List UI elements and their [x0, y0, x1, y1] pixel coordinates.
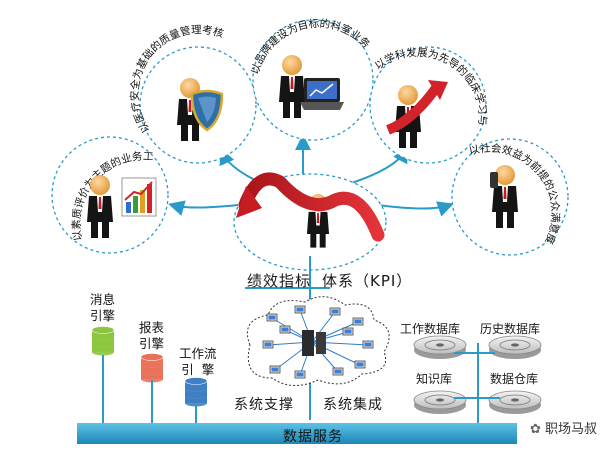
engine-label-2: 工作流 引 擎: [179, 346, 217, 377]
system-integration-label: 系统集成: [323, 397, 383, 413]
computer-node-1: [294, 305, 306, 314]
db-label-0: 工作数据库: [400, 322, 461, 336]
database-disk-2: [413, 390, 467, 414]
engine-cylinder-0: [91, 326, 115, 356]
data-service-label: 数据服务: [283, 429, 343, 445]
computer-node-3: [352, 317, 364, 326]
engine-label-0: 消息 引擎: [90, 292, 116, 323]
laptop-icon: [300, 78, 344, 110]
kpi-red-arrow: [236, 172, 385, 242]
growth-chart-icon: [121, 177, 157, 217]
server-rack: [302, 330, 326, 356]
computer-node-6: [269, 365, 281, 374]
computer-node-8: [332, 367, 344, 376]
computer-node-2: [329, 307, 341, 316]
rising-arrow-icon: [385, 80, 448, 135]
kpi-title: 绩效指标: [247, 272, 312, 290]
database-lines: [454, 343, 500, 423]
computer-node-11: [342, 327, 354, 336]
computer-node-5: [362, 340, 374, 349]
db-label-1: 历史数据库: [480, 322, 541, 336]
engine-label-1: 报表 引擎: [139, 320, 165, 351]
computer-node-0: [266, 313, 278, 322]
businessman-figure-2: [279, 55, 305, 118]
database-disk-0: [413, 335, 467, 359]
computer-node-10: [279, 325, 291, 334]
kpi-title-2: 体系（KPI）: [322, 272, 413, 290]
goal-circle-0: [51, 136, 169, 254]
businessman-figure-0: [87, 175, 113, 238]
network-link-2: [311, 311, 336, 343]
brand-label: 职场马叔: [545, 422, 598, 437]
database-disks: [413, 335, 542, 414]
network-topology: [262, 305, 374, 379]
database-disk-1: [488, 335, 542, 359]
computer-node-9: [354, 360, 366, 369]
kpi-axis-line: [245, 256, 330, 302]
shield-icon: [190, 89, 224, 132]
system-support-label: 系统支撑: [234, 397, 294, 413]
db-label-2: 知识库: [416, 372, 453, 386]
computer-node-7: [294, 370, 306, 379]
computer-node-4: [262, 340, 274, 349]
database-disk-3: [488, 390, 542, 414]
engine-cylinder-2: [184, 377, 208, 407]
engine-cylinder-1: [140, 353, 164, 383]
engine-cylinders: [91, 326, 208, 407]
businessman-figure-4: [492, 165, 518, 228]
brand-watermark: ✿ 职场马叔: [530, 418, 597, 437]
data-service-bus: [77, 423, 517, 444]
db-label-3: 数据仓库: [490, 372, 539, 386]
phone-icon: [490, 172, 498, 188]
wechat-icon: ✿: [530, 422, 546, 437]
engine-lines: [102, 355, 197, 423]
